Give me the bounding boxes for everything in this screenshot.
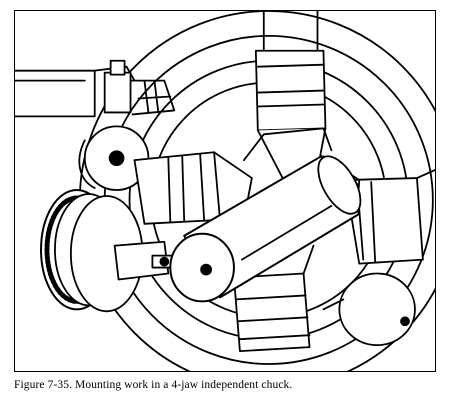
bottom-jaw xyxy=(233,244,315,353)
right-jaw xyxy=(312,155,435,265)
indicator-stem xyxy=(113,240,174,281)
figure-frame xyxy=(14,10,436,372)
figure-caption: Figure 7-35. Mounting work in a 4-jaw in… xyxy=(14,379,293,391)
tool-post xyxy=(103,59,176,116)
bottom-right-knob xyxy=(322,272,416,347)
clamp-knob xyxy=(78,125,150,191)
chuck-illustration xyxy=(15,11,435,371)
workpiece xyxy=(169,155,362,303)
guard-bar xyxy=(15,65,136,118)
knurled-dial xyxy=(40,189,144,313)
top-jaw xyxy=(242,11,333,181)
